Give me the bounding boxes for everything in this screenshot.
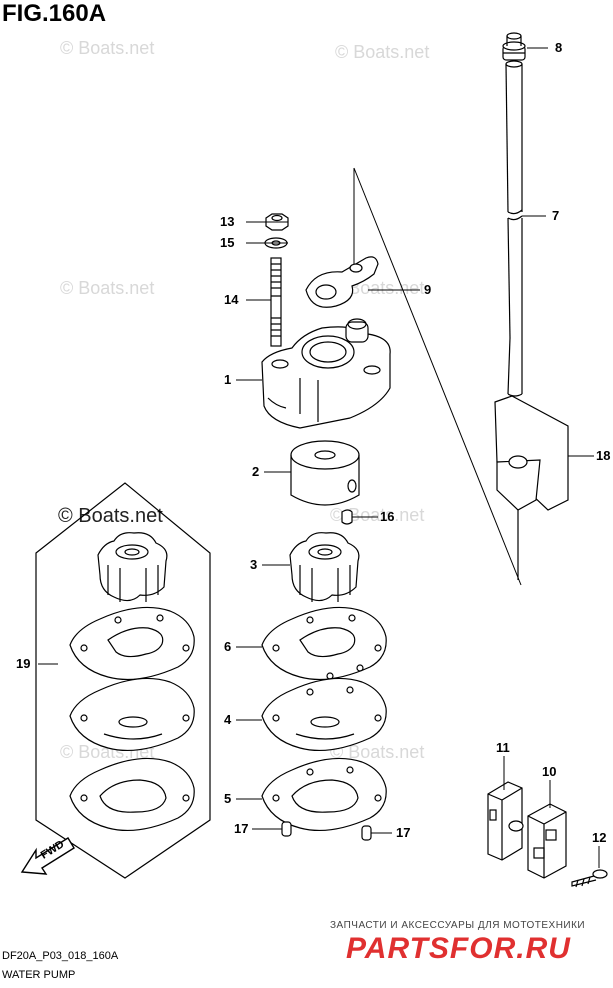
- callout-11: 11: [496, 740, 510, 755]
- part-8-grommet[interactable]: [502, 32, 526, 61]
- part-5-gasket[interactable]: [261, 757, 387, 832]
- watermark: © Boats.net: [330, 505, 425, 525]
- part-3-impeller[interactable]: [289, 532, 360, 602]
- part-7-water-tube[interactable]: [505, 60, 523, 397]
- figure-caption: WATER PUMP: [2, 969, 76, 981]
- callout-1: 1: [224, 372, 232, 387]
- callout-18: 18: [596, 448, 611, 463]
- leader-lines: [38, 47, 600, 868]
- part-17-pin-right[interactable]: [361, 825, 372, 841]
- part-6-gasket[interactable]: [261, 606, 387, 681]
- figure-title: FIG.160A: [2, 0, 107, 27]
- part-14-stud[interactable]: [270, 257, 282, 347]
- part-16-key[interactable]: [341, 509, 353, 525]
- callout-17-left: 17: [234, 821, 249, 836]
- watermark: © Boats.net: [335, 42, 430, 62]
- callout-13: 13: [220, 214, 235, 229]
- callout-8: 8: [555, 40, 563, 55]
- callout-19: 19: [16, 656, 31, 671]
- callout-10: 10: [542, 764, 557, 779]
- callout-15: 15: [220, 235, 235, 250]
- callout-14: 14: [224, 292, 239, 307]
- watermark: © Boats.net: [58, 505, 163, 527]
- part-11-clamp[interactable]: [487, 781, 524, 861]
- callout-12: 12: [592, 830, 607, 845]
- part-12-screw[interactable]: [571, 869, 608, 888]
- callout-7: 7: [552, 208, 560, 223]
- part-4-plate[interactable]: [261, 677, 387, 752]
- callout-17-right: 17: [396, 825, 411, 840]
- part-10-clamp[interactable]: [527, 803, 567, 879]
- part-17-pin-left[interactable]: [281, 821, 292, 837]
- callout-6: 6: [224, 639, 232, 654]
- figure-code: DF20A_P03_018_160A: [2, 950, 119, 962]
- callout-9: 9: [424, 282, 432, 297]
- part-9-lever[interactable]: [305, 168, 379, 308]
- part-2-liner[interactable]: [290, 440, 360, 506]
- callout-3: 3: [250, 557, 258, 572]
- part-18-tube-seal[interactable]: [494, 395, 569, 580]
- callout-5: 5: [224, 791, 232, 806]
- watermark: © Boats.net: [60, 38, 155, 58]
- watermark: © Boats.net: [60, 278, 155, 298]
- part-1-pump-case[interactable]: [261, 318, 391, 429]
- watermark: © Boats.net: [330, 742, 425, 762]
- fwd-arrow-icon: [20, 837, 75, 875]
- callout-4: 4: [224, 712, 232, 727]
- part-19-repair-kit[interactable]: [35, 482, 211, 879]
- shop-brand-logo[interactable]: PARTSFOR.RU: [346, 932, 571, 965]
- callout-2: 2: [252, 464, 260, 479]
- shop-tagline: ЗАПЧАСТИ И АКСЕССУАРЫ ДЛЯ МОТОТЕХНИКИ: [330, 920, 586, 931]
- callout-16: 16: [380, 509, 395, 524]
